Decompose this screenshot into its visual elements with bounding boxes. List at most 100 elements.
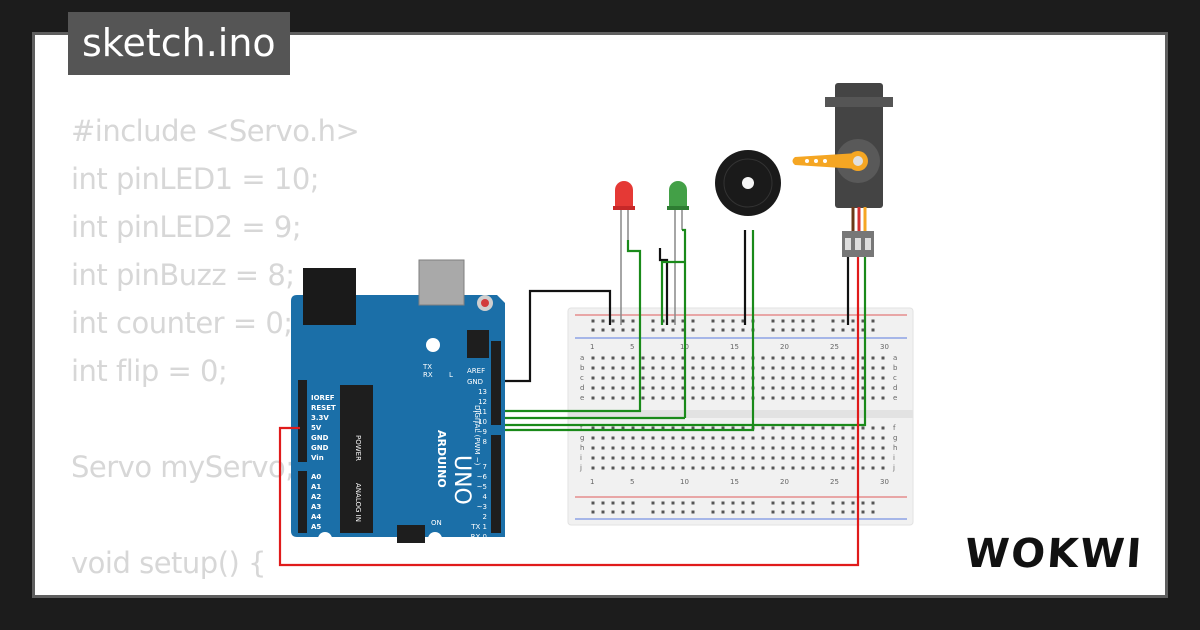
digital-pin-label: 8 [483,438,487,446]
digital-pin-label: ~5 [477,483,487,491]
digital-pin-label: ~11 [472,408,487,416]
breadboard-row-label: e [580,394,584,402]
board-maker-label: ARDUINO [435,430,448,488]
breadboard-row-label: i [580,454,582,462]
breadboard-row-label: f [893,424,896,432]
breadboard-row-label: f [580,424,583,432]
gnd-pin-label: GND [467,378,483,386]
tx-led-label: TX [422,363,432,371]
breadboard-row-label: h [580,444,584,452]
breadboard-row-label: h [893,444,897,452]
digital-pin-label: ~3 [477,503,487,511]
analog-pin-label: A2 [311,493,321,501]
rx-led-label: RX [423,371,433,379]
breadboard-row-label: c [580,374,584,382]
code-line: int pinLED2 = 9; [71,210,302,244]
breadboard-column-label: 25 [830,343,839,351]
power-pin-label: RESET [311,404,336,412]
breadboard-row-label: j [579,464,582,472]
breadboard-row-label: a [893,354,897,362]
arduino-uno-board[interactable]: ARDUINO UNO DIGITAL (PWM ~) POWER ANALOG… [291,259,505,546]
wokwi-logo: WOKWI [963,531,1145,577]
servo-motor[interactable] [792,83,894,257]
digital-pin-label: TX 1 [470,523,487,531]
digital-pin-label: 13 [478,388,487,396]
breadboard-column-label: 20 [780,343,789,351]
code-line: int pinLED1 = 10; [71,162,320,196]
analog-pin-label: A5 [311,523,321,531]
digital-pin-label: 12 [478,398,487,406]
digital-pin-label: 4 [483,493,488,501]
wire-gnd-breadboard[interactable] [505,289,612,383]
wires [278,228,867,567]
breadboard-row-label: j [892,464,895,472]
breadboard-row-label: d [893,384,897,392]
breadboard-row-label: d [580,384,584,392]
breadboard-row-label: e [893,394,897,402]
breadboard-row-label: g [893,434,897,442]
breadboard-row-label: b [580,364,585,372]
breadboard-column-label: 5 [630,343,634,351]
breadboard-row-label: c [893,374,897,382]
breadboard-row-label: a [580,354,584,362]
code-line: pinMode(pinLED1, OUTPUT); [71,587,489,595]
digital-pin-label: ~6 [477,473,488,481]
wire-pin11[interactable] [505,240,642,413]
breadboard-column-label: 5 [630,478,634,486]
analog-header-label: ANALOG IN [354,483,362,522]
analog-pin-label: A3 [311,503,321,511]
code-line: int counter = 0; [71,306,293,340]
board-model-label: UNO [449,455,474,505]
sketch-filename-tab[interactable]: sketch.ino [68,12,290,75]
aref-pin-label: AREF [467,367,485,375]
breadboard-row-label: g [580,434,584,442]
power-header-label: POWER [354,435,362,461]
breadboard-column-label: 20 [780,478,789,486]
code-line: int flip = 0; [71,354,228,388]
breadboard-row-label: b [893,364,898,372]
breadboard-column-label: 1 [590,478,594,486]
l-led-label: L [449,371,453,379]
preview-card: #include <Servo.h> int pinLED1 = 10; int p… [32,32,1168,598]
breadboard-column-label: 25 [830,478,839,486]
breadboard-column-label: 15 [730,343,739,351]
wire-led-green-b[interactable] [660,260,685,325]
digital-pin-label: 7 [483,463,487,471]
wire-servo-5v[interactable] [278,257,860,567]
power-pin-label: 5V [311,424,322,432]
led-red[interactable] [613,181,635,325]
breadboard-column-label: 30 [880,343,889,351]
analog-pin-label: A1 [311,483,321,491]
power-pin-label: 3.3V [311,414,329,422]
power-pin-label: GND [311,444,329,452]
code-line: #include <Servo.h> [71,114,360,148]
analog-pin-label: A0 [311,473,321,481]
wire-led-green[interactable] [682,228,687,418]
piezo-buzzer[interactable] [715,150,781,216]
digital-pin-label: ~9 [477,428,487,436]
wire-pin8-buzzer[interactable] [505,230,755,432]
code-preview: #include <Servo.h> int pinLED1 = 10; int p… [71,107,489,595]
digital-pin-label: ~10 [472,418,487,426]
breadboard-column-label: 10 [680,478,689,486]
breadboard-column-label: 30 [880,478,889,486]
analog-pin-label: A4 [311,513,321,521]
digital-pin-label: RX 0 [471,533,487,541]
breadboard-column-label: 15 [730,478,739,486]
power-pin-label: Vin [311,454,324,462]
wire-led-red-gnd[interactable] [658,248,669,325]
power-pin-label: GND [311,434,329,442]
power-pin-label: IOREF [311,394,335,402]
code-line: Servo myServo; [71,450,295,484]
wire-pin9-servo[interactable] [505,257,867,427]
on-led-label: ON [431,519,442,527]
breadboard-row-label: i [893,454,895,462]
digital-pin-label: 2 [483,513,487,521]
digital-header-label: DIGITAL (PWM ~) [473,405,481,466]
led-green[interactable] [667,181,689,325]
code-line: void setup() { [71,546,266,580]
breadboard-column-label: 1 [590,343,594,351]
code-line: int pinBuzz = 8; [71,258,295,292]
